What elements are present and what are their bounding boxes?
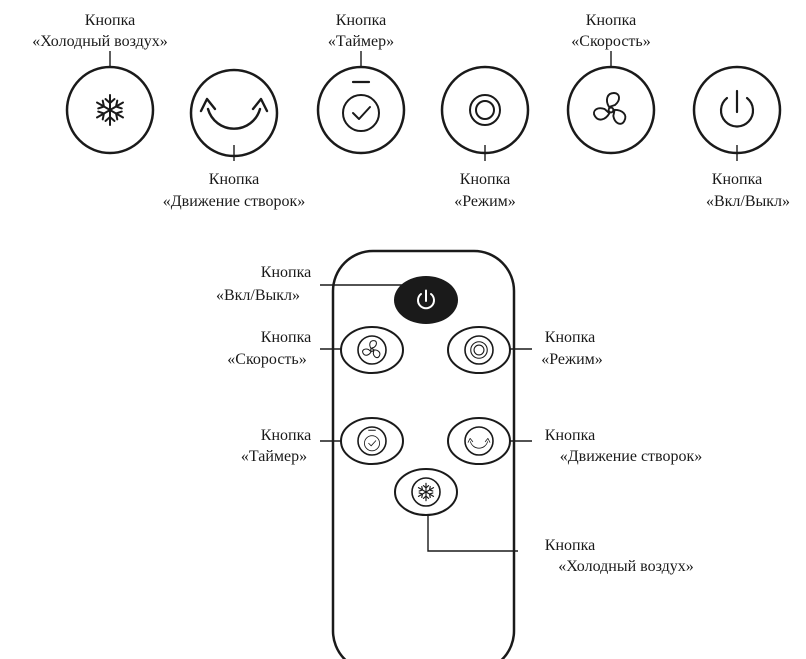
top-speed-label-line2: «Скорость» xyxy=(571,33,650,50)
remote-cold-air-label-line2: «Холодный воздух» xyxy=(558,558,694,575)
remote-timer-label-line1: Кнопка xyxy=(261,427,311,444)
mode-icon xyxy=(470,341,488,359)
remote-speed-button[interactable] xyxy=(340,326,404,374)
swing-arrows-icon xyxy=(467,437,491,449)
timer-icon xyxy=(363,429,381,452)
fan-icon xyxy=(591,92,629,127)
snowflake-icon xyxy=(96,94,124,126)
power-icon xyxy=(719,89,755,128)
remote-power-label-line2: «Вкл/Выкл» xyxy=(216,287,300,304)
top-mode-button[interactable] xyxy=(440,65,530,155)
remote-louver-label-line1: Кнопка xyxy=(545,427,595,444)
swing-arrows-icon xyxy=(199,97,269,130)
remote-cold-air-label-line1: Кнопка xyxy=(545,537,595,554)
snowflake-icon xyxy=(417,482,435,502)
remote-timer-label-line2: «Таймер» xyxy=(241,448,307,465)
remote-mode-button[interactable] xyxy=(447,326,511,374)
remote-speed-label-line2: «Скорость» xyxy=(227,351,306,368)
top-cold-air-label-line2: «Холодный воздух» xyxy=(32,33,168,50)
top-cold-air-label-line1: Кнопка xyxy=(85,12,135,29)
remote-mode-label-line1: Кнопка xyxy=(545,329,595,346)
remote-mode-label-line2: «Режим» xyxy=(541,351,603,368)
power-icon xyxy=(417,289,435,310)
mode-icon xyxy=(469,94,501,126)
remote-power-label-line1: Кнопка xyxy=(261,264,311,281)
top-timer-button[interactable] xyxy=(316,65,406,155)
top-louver-label-line1: Кнопка xyxy=(209,171,259,188)
remote-body xyxy=(331,249,516,659)
top-speed-label-line1: Кнопка xyxy=(586,12,636,29)
top-cold-air-button[interactable] xyxy=(65,65,155,155)
remote-power-button[interactable] xyxy=(394,276,458,324)
top-timer-label-line1: Кнопка xyxy=(336,12,386,29)
top-mode-label-line2: «Режим» xyxy=(454,193,516,210)
top-louver-button[interactable] xyxy=(189,68,279,158)
top-mode-label-line1: Кнопка xyxy=(460,171,510,188)
top-power-label-line2: «Вкл/Выкл» xyxy=(706,193,790,210)
top-timer-label-line2: «Таймер» xyxy=(328,33,394,50)
remote-speed-label-line1: Кнопка xyxy=(261,329,311,346)
top-power-button[interactable] xyxy=(692,65,782,155)
remote-louver-label-line2: «Движение створок» xyxy=(560,448,703,465)
top-speed-button[interactable] xyxy=(566,65,656,155)
top-louver-label-line2: «Движение створок» xyxy=(163,193,306,210)
timer-icon xyxy=(341,80,381,133)
remote-cold-air-button[interactable] xyxy=(394,468,458,516)
top-power-label-line1: Кнопка xyxy=(712,171,762,188)
fan-icon xyxy=(361,340,382,360)
remote-timer-button[interactable] xyxy=(340,417,404,465)
remote-louver-button[interactable] xyxy=(447,417,511,465)
